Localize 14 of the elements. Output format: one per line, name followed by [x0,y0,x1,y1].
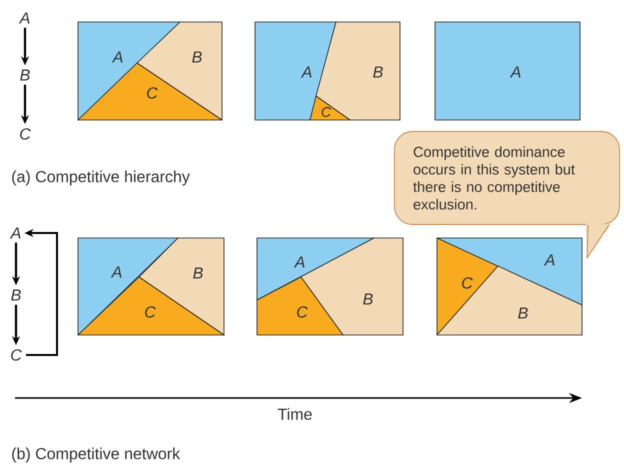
species-letter: B [20,70,30,80]
species-letter: C [11,349,22,361]
panel-caption: (a) Competitive hierarchy [12,170,190,186]
species-letter: C [20,128,31,140]
axis-label: Time [278,408,312,420]
colored-region: A [434,22,580,120]
colored-region: C [310,96,350,120]
panel-caption: (b) Competitive network [12,448,180,462]
species-letter: B [11,290,21,300]
colored-region: C [436,238,498,336]
colored-region: C [78,62,222,120]
species-letter: A [10,228,20,238]
colored-region: C [256,276,344,336]
species-letter: A [18,12,30,24]
